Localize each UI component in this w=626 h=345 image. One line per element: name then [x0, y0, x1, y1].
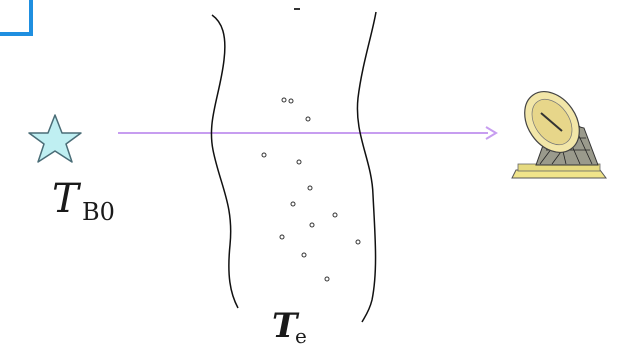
electron-dot	[280, 235, 284, 239]
radio-telescope-icon	[512, 81, 606, 178]
electron-dot	[333, 213, 337, 217]
svg-text:T: T	[52, 176, 82, 222]
electron-dot	[289, 99, 293, 103]
source-label: T B0	[52, 176, 115, 226]
electron-dots	[262, 98, 360, 281]
corner-frame	[0, 0, 31, 34]
electron-dot	[282, 98, 286, 102]
electron-dot	[302, 253, 306, 257]
svg-text:e: e	[295, 324, 307, 345]
ray-arrow	[118, 127, 496, 139]
electron-dot	[308, 186, 312, 190]
electron-dot	[297, 160, 301, 164]
star-icon	[29, 115, 81, 162]
cloud-left-edge	[211, 15, 238, 308]
electron-dot	[291, 202, 295, 206]
electron-dot	[325, 277, 329, 281]
cloud-right-edge	[357, 12, 376, 322]
svg-text:B0: B0	[82, 198, 115, 226]
electron-dot	[262, 153, 266, 157]
electron-dot	[310, 223, 314, 227]
medium-label: T e	[272, 306, 307, 345]
electron-dot	[306, 117, 310, 121]
electron-dot	[356, 240, 360, 244]
